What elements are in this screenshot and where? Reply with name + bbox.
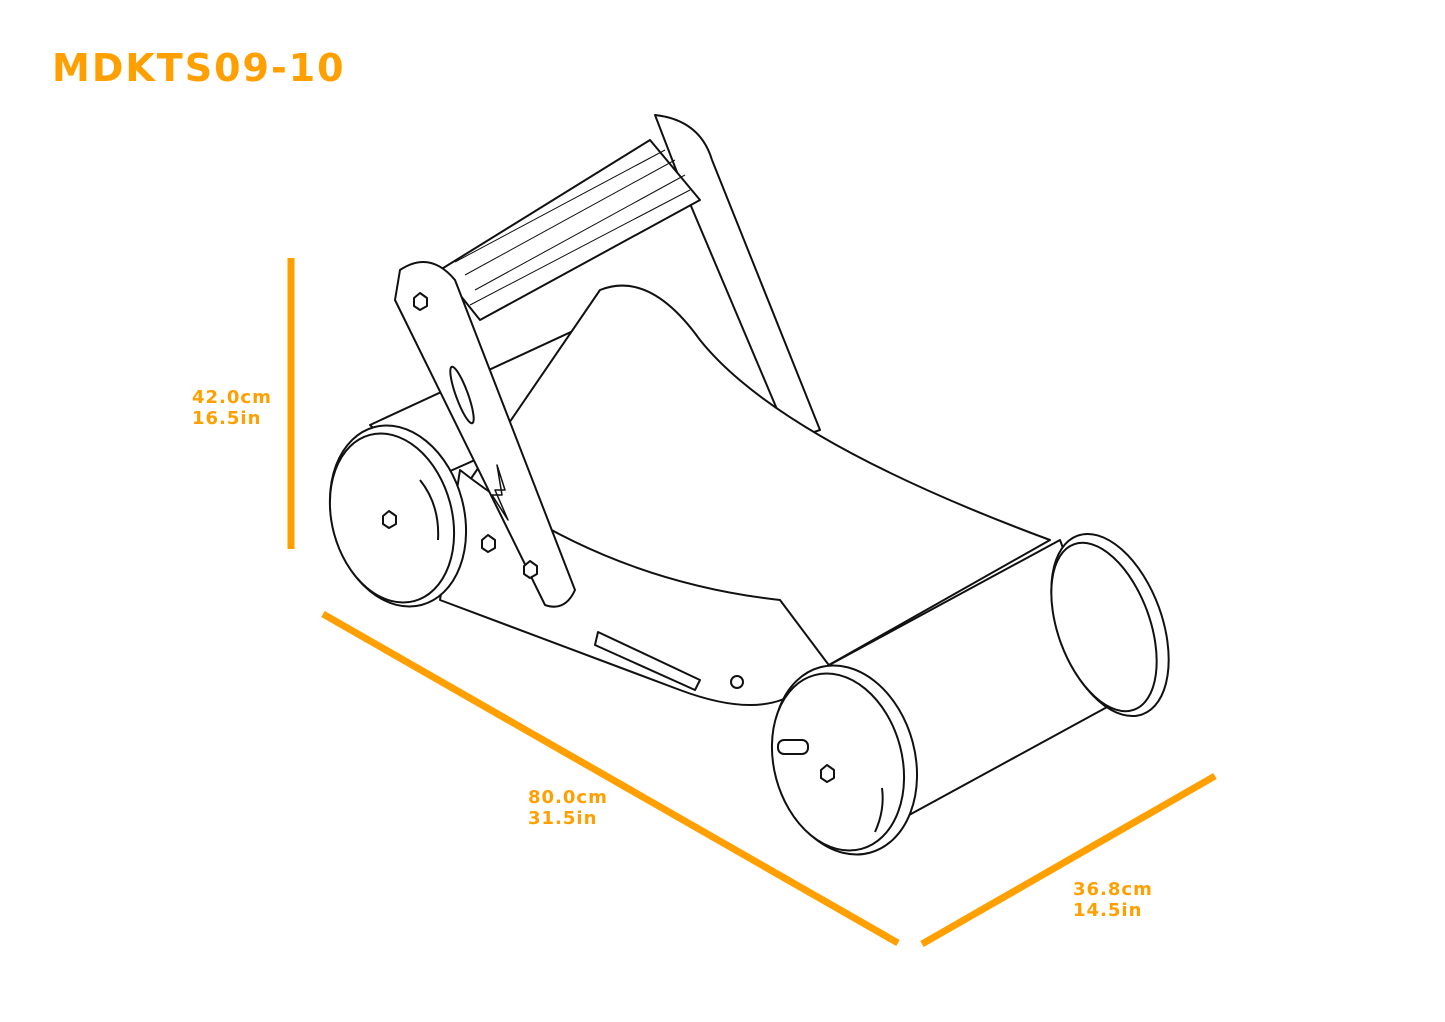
length-dimension-line bbox=[321, 610, 900, 947]
height-label: 42.0cm 16.5in bbox=[192, 387, 272, 429]
handle-grip bbox=[439, 139, 701, 321]
handle-front-plate bbox=[394, 261, 576, 608]
length-in: 31.5in bbox=[528, 808, 598, 829]
width-dimension-line bbox=[920, 772, 1217, 948]
width-label: 36.8cm 14.5in bbox=[1073, 879, 1153, 921]
length-label: 80.0cm 31.5in bbox=[528, 787, 608, 829]
width-cm: 36.8cm bbox=[1073, 879, 1153, 900]
length-cm: 80.0cm bbox=[528, 787, 608, 808]
model-title: MDKTS09-10 bbox=[52, 46, 346, 90]
width-in: 14.5in bbox=[1073, 900, 1143, 921]
height-in: 16.5in bbox=[192, 408, 262, 429]
carry-slot bbox=[594, 631, 701, 691]
height-cm: 42.0cm bbox=[192, 387, 272, 408]
